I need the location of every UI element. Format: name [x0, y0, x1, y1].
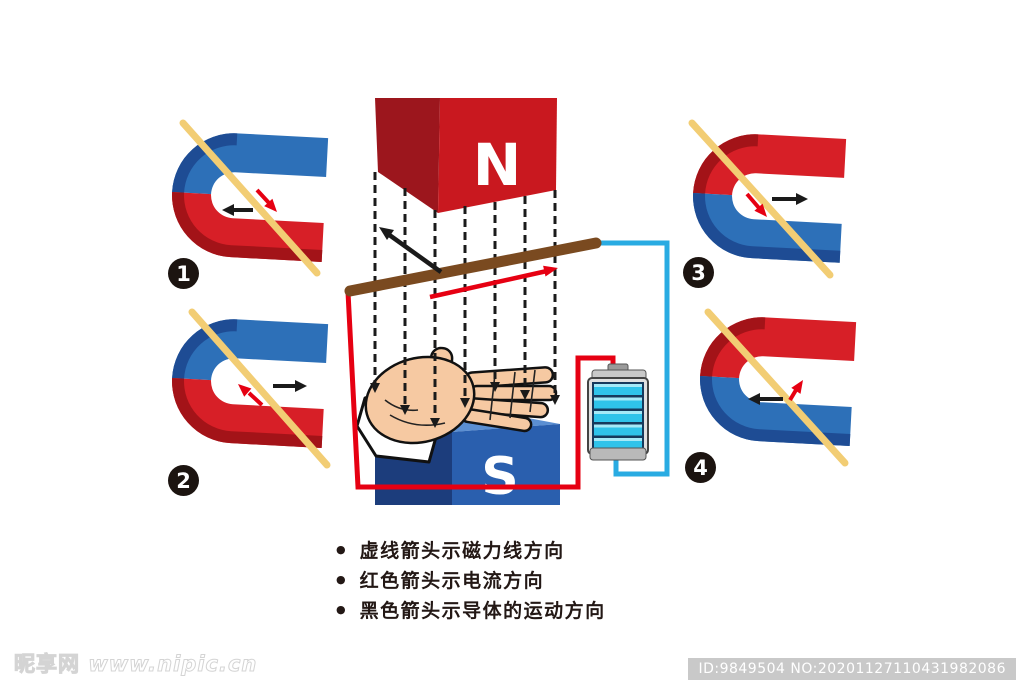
- magnet-bottom-shade: [693, 193, 841, 263]
- magnet-body: [693, 134, 847, 263]
- horseshoe-magnet-4: [700, 308, 857, 467]
- north-magnet-side-face: [375, 98, 440, 213]
- battery: [587, 363, 649, 461]
- magnet-4-number: 4: [685, 452, 716, 483]
- watermark-id-text: ID:9849504 NO:20201127110431982086: [698, 661, 1006, 677]
- legend-label: 虚线箭头示磁力线方向: [359, 539, 565, 562]
- induction-scene: N S: [344, 98, 670, 507]
- palm: [364, 355, 476, 445]
- north-magnet-front-face: [438, 98, 557, 213]
- magnet-bottom-shade: [700, 376, 851, 446]
- north-label: N: [473, 131, 522, 199]
- magnet-1-number-label: 1: [176, 261, 191, 286]
- magnet-top-shade: [700, 317, 766, 377]
- bullet-icon: ●: [336, 602, 346, 616]
- conductor-rod: [188, 308, 331, 469]
- north-magnet: N: [375, 98, 557, 213]
- hand-creases: [384, 369, 536, 426]
- legend-label: 红色箭头示电流方向: [359, 569, 545, 592]
- watermark-site-url: www.nipic.cn: [88, 652, 258, 677]
- magnet-top-shade: [693, 134, 759, 194]
- hand-shape: [364, 346, 558, 445]
- legend-label: 黑色箭头示导体的运动方向: [359, 599, 606, 622]
- magnet-body: [700, 317, 857, 446]
- conductor-rod: [704, 308, 849, 467]
- watermark-logo: 昵享网 www.nipic.cn: [14, 648, 257, 678]
- magnet-4-number-label: 4: [693, 455, 708, 480]
- current-arrow: [745, 192, 767, 217]
- conductor-rod: [179, 119, 321, 277]
- magnet-top-arm: [693, 134, 847, 196]
- conductor-rod: [688, 119, 834, 279]
- red-wire: [345, 291, 616, 490]
- current-arrow: [238, 384, 264, 407]
- current-arrow: [429, 265, 558, 300]
- watermark-site-name: 昵享网: [14, 652, 80, 677]
- legend: ● 虚线箭头示磁力线方向 ● 红色箭头示电流方向 ● 黑色箭头示导体的运动方向: [336, 534, 716, 624]
- blue-wire: [596, 240, 670, 477]
- magnet-body: [172, 319, 329, 448]
- motion-arrow: [222, 204, 253, 216]
- bullet-icon: ●: [336, 542, 346, 556]
- legend-item-motion: ● 黑色箭头示导体的运动方向: [336, 594, 716, 624]
- current-arrow: [255, 188, 277, 212]
- magnet-2-number: 2: [168, 465, 199, 496]
- watermark-id-badge: ID:9849504 NO:20201127110431982086: [688, 658, 1016, 680]
- battery-cells: [594, 384, 642, 449]
- horseshoe-magnet-2: [172, 308, 331, 469]
- magnet-1-number: 1: [168, 258, 199, 289]
- field-arrowheads: [370, 382, 560, 428]
- magnet-3-number: 3: [683, 257, 714, 288]
- battery-bottom-cap: [589, 447, 647, 461]
- magnet-bottom-shade: [172, 192, 323, 262]
- conductor-rod: [344, 237, 602, 297]
- horseshoe-magnet-3: [688, 119, 847, 279]
- bullet-icon: ●: [336, 572, 346, 586]
- current-arrow: [788, 380, 803, 402]
- motion-arrow: [273, 380, 307, 392]
- magnet-3-number-label: 3: [691, 260, 706, 285]
- hand: [355, 346, 558, 464]
- magnet-2-number-label: 2: [176, 468, 191, 493]
- motion-arrow: [748, 393, 783, 405]
- legend-item-current: ● 红色箭头示电流方向: [336, 564, 716, 594]
- legend-item-field-lines: ● 虚线箭头示磁力线方向: [336, 534, 716, 564]
- south-label: S: [481, 447, 518, 507]
- motion-arrow: [772, 193, 808, 205]
- horseshoe-magnet-1: [172, 119, 329, 277]
- magnet-bottom-shade: [172, 378, 323, 448]
- motion-arrow: [379, 227, 443, 274]
- field-lines: [370, 172, 560, 428]
